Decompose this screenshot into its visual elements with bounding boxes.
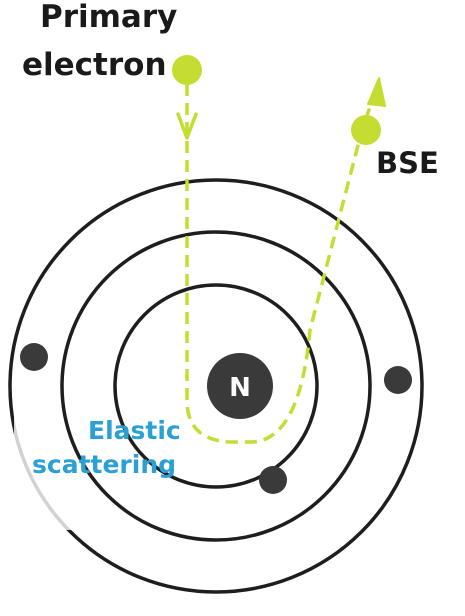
outer-orbit-fade bbox=[14, 410, 74, 530]
bse-arrow-icon bbox=[367, 77, 386, 107]
nucleus bbox=[207, 353, 273, 419]
backscattered-electron bbox=[351, 115, 381, 145]
primary-label-line2: electron bbox=[22, 47, 167, 83]
nucleus-label: N bbox=[229, 373, 251, 403]
orbit-electron-right bbox=[384, 366, 412, 394]
outer-orbit bbox=[8, 178, 424, 594]
elastic-label-line2: scattering bbox=[32, 450, 176, 479]
primary-label-line1: Primary bbox=[40, 0, 177, 35]
orbit-electron-bottom bbox=[259, 466, 287, 494]
orbit-electron-left bbox=[20, 343, 48, 371]
middle-orbit bbox=[60, 230, 372, 542]
inner-orbit bbox=[113, 283, 319, 489]
bse-label: BSE bbox=[376, 146, 439, 180]
incident-arrow-icon bbox=[176, 112, 198, 140]
elastic-label-line1: Elastic bbox=[88, 416, 181, 445]
primary-electron bbox=[172, 55, 202, 85]
